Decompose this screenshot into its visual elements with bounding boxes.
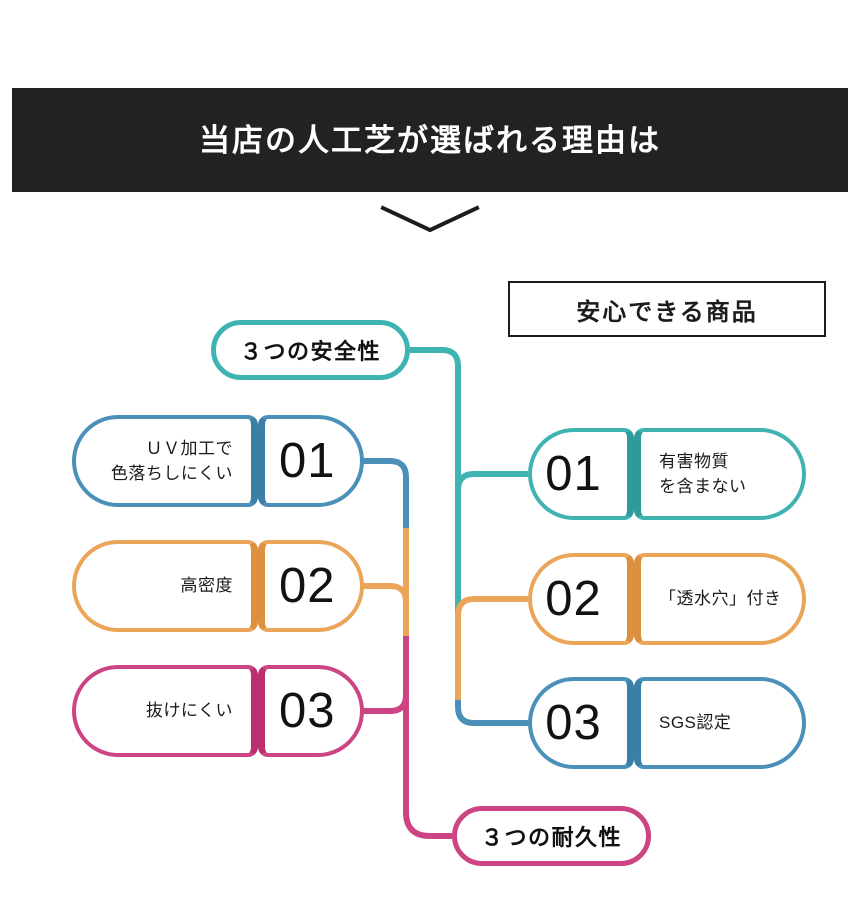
feature-text: 抜けにくい <box>145 701 233 721</box>
group-bubble-safety[interactable]: ３つの安全性 <box>211 320 410 380</box>
feature-text: ＵＶ加工で 色落ちしにくい <box>110 438 233 484</box>
feature-pill-left-3[interactable]: 抜けにくい 03 <box>72 665 364 757</box>
group-bubble-durability[interactable]: ３つの耐久性 <box>452 806 651 866</box>
feature-number: 01 <box>279 433 336 488</box>
feature-number-segment: 03 <box>258 665 364 757</box>
feature-pill-right-1[interactable]: 01 有害物質 を含まない <box>528 428 806 520</box>
feature-pill-left-1[interactable]: ＵＶ加工で 色落ちしにくい 01 <box>72 415 364 507</box>
group-bubble-label: ３つの安全性 <box>239 339 381 364</box>
group-bubble-label: ３つの耐久性 <box>480 825 622 850</box>
feature-number: 02 <box>545 571 602 626</box>
feature-text: SGS認定 <box>659 713 732 733</box>
feature-pill-right-2[interactable]: 02 「透水穴」付き <box>528 553 806 645</box>
feature-text-segment: ＵＶ加工で 色落ちしにくい <box>72 415 258 507</box>
feature-text-segment: 「透水穴」付き <box>634 553 806 645</box>
feature-pill-left-2[interactable]: 高密度 02 <box>72 540 364 632</box>
feature-text: 「透水穴」付き <box>659 589 782 609</box>
feature-number-segment: 02 <box>528 553 634 645</box>
reliable-product-box: 安心できる商品 <box>508 281 826 337</box>
feature-number-segment: 01 <box>528 428 634 520</box>
feature-number: 02 <box>279 558 336 613</box>
feature-number-segment: 02 <box>258 540 364 632</box>
reliable-product-label: 安心できる商品 <box>576 298 758 326</box>
header-banner: 当店の人工芝が選ばれる理由は <box>12 88 848 192</box>
feature-text: 高密度 <box>180 576 233 596</box>
feature-number-segment: 03 <box>528 677 634 769</box>
feature-number-segment: 01 <box>258 415 364 507</box>
feature-text: 有害物質 を含まない <box>659 451 747 497</box>
feature-text-segment: 高密度 <box>72 540 258 632</box>
page-title: 当店の人工芝が選ばれる理由は <box>199 122 661 158</box>
feature-number: 01 <box>545 446 602 501</box>
feature-number: 03 <box>279 683 336 738</box>
feature-text-segment: 有害物質 を含まない <box>634 428 806 520</box>
feature-pill-right-3[interactable]: 03 SGS認定 <box>528 677 806 769</box>
feature-number: 03 <box>545 695 602 750</box>
chevron-down-icon <box>375 200 485 240</box>
feature-text-segment: 抜けにくい <box>72 665 258 757</box>
feature-text-segment: SGS認定 <box>634 677 806 769</box>
